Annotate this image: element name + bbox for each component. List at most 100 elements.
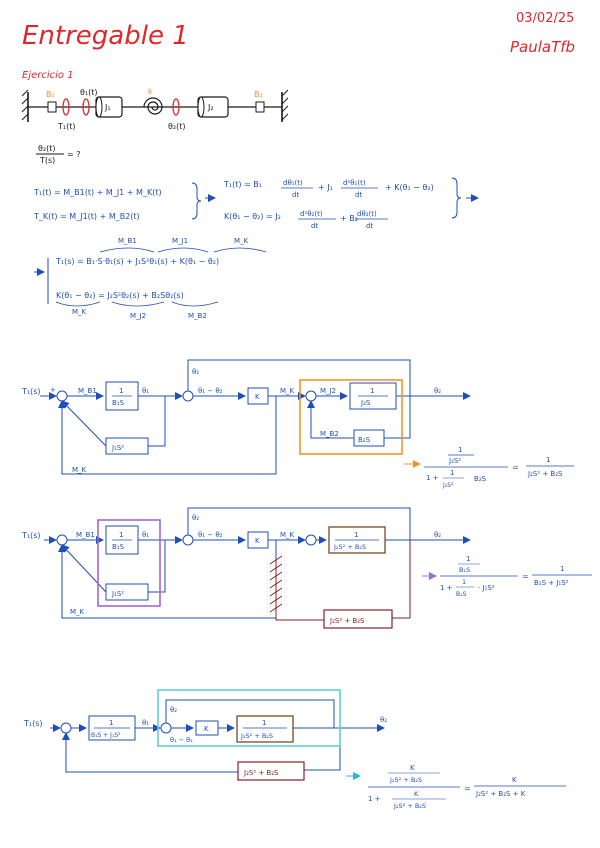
eq1-frac2-den: dt	[355, 191, 362, 199]
d2-res-den-a: 1 +	[440, 584, 453, 592]
d1-out: θ₂	[434, 387, 441, 395]
eq1-frac1-den: dt	[292, 191, 299, 199]
d1-res-den-num: 1	[450, 469, 454, 477]
eq1-frac1-num: dθ₁(t)	[283, 179, 303, 187]
d2-res-den-num: 1	[462, 578, 466, 586]
d1-fb-b2: B₂S	[358, 436, 371, 444]
d3-res-eq: =	[464, 784, 471, 793]
d3-blk1-den: B₁S + J₁S²	[91, 732, 121, 739]
d2-res-rhs-num: 1	[560, 565, 564, 573]
d3-blk1-num: 1	[109, 719, 113, 727]
laplace-label-mk: M_K	[234, 237, 249, 245]
d3-res-num-num: K	[410, 764, 415, 772]
eq-torque-sum: T₁(t) = M_B1(t) + M_J1 + M_K(t)	[33, 188, 162, 197]
d1-blk2-num: 1	[370, 387, 374, 395]
laplace-label-mk2: M_K	[72, 308, 87, 316]
d1-mb2: M_B2	[320, 430, 339, 438]
d1-res-num-num: 1	[458, 446, 462, 454]
d3-th1: θ₁	[142, 719, 149, 727]
d3-res-rhs-num: K	[512, 776, 517, 784]
eq1-spring: + K(θ₁ − θ₂)	[385, 183, 434, 192]
sum-junction-1	[56, 390, 68, 402]
d3-fb: J₂S² + B₂S	[243, 769, 279, 777]
d1-plus: +	[50, 386, 56, 394]
d1-res-rhs-num: 1	[546, 456, 550, 464]
block-plant-3	[236, 715, 294, 743]
d1-th1: θ₁	[142, 387, 149, 395]
d1-th2-top: θ₂	[192, 368, 199, 376]
block-diagram-3	[50, 689, 385, 781]
d3-blk2-den: J₂S² + B₂S	[240, 732, 273, 740]
spring-icon	[143, 97, 163, 115]
eq-tk-sum: T_K(t) = M_J1(t) + M_B2(t)	[33, 212, 140, 221]
eq1-j1: + J₁	[318, 183, 333, 192]
d1-input: T₁(s)	[21, 387, 41, 396]
d2-res-den-b: · J₁S²	[478, 584, 495, 592]
d1-res-eq: =	[512, 463, 519, 472]
b2-label: B₂	[254, 90, 263, 99]
d1-res-den-den: J₂S²	[442, 482, 454, 489]
laplace-eq1: T₁(s) = B₁·S·θ₁(s) + J₁S²θ₁(s) + K(θ₁ − …	[55, 257, 219, 266]
d2-mk-bottom: M_K	[70, 608, 85, 616]
d2-sum-out: θ₁ − θ₂	[198, 531, 223, 539]
exercise-label: Ejercicio 1	[22, 70, 74, 81]
d2-mk: M_K	[280, 531, 295, 539]
d3-res-den-den: J₂S² + B₂S	[393, 802, 426, 810]
d1-res-rhs-den: J₂S² + B₂S	[527, 470, 563, 478]
mechanical-system	[21, 89, 289, 122]
d2-fb-b: J₂S² + B₂S	[329, 617, 365, 625]
eq1-lhs: T₁(t) = B₁	[223, 180, 262, 189]
laplace-label-mj2: M_J2	[130, 312, 146, 320]
j2-label: J₂	[207, 103, 214, 112]
b1-label: B₁	[46, 90, 55, 99]
d3-blk2-num: 1	[262, 719, 266, 727]
d1-mk: M_K	[280, 387, 295, 395]
d3-k: K	[204, 725, 209, 733]
d2-res-num-den: B₁S	[459, 566, 470, 574]
eq2-frac2-den: dt	[366, 222, 373, 230]
d2-blk1-num: 1	[119, 531, 123, 539]
eq2-lhs: K(θ₁ − θ₂) = J₂	[224, 212, 281, 221]
block-feedback-3	[237, 761, 305, 781]
d2-th1: θ₁	[142, 531, 149, 539]
d1-res-num-den: J₂S²	[448, 457, 461, 465]
d1-res-den-b: B₂S	[474, 475, 487, 483]
sum-junction-2	[182, 390, 194, 402]
torque-label: T₁(t)	[57, 122, 75, 131]
laplace-label-mj1: M_J1	[172, 237, 188, 245]
brace-right-2	[451, 177, 462, 219]
d3-th2-top: θ₂	[170, 706, 177, 714]
block-feedback-red	[323, 609, 393, 629]
d3-sum-out: θ₁ − θ₂	[170, 736, 193, 744]
d3-out: θ₂	[380, 716, 387, 724]
d3-input: T₁(s)	[23, 719, 43, 728]
d3-res-num-den: J₂S² + B₂S	[389, 776, 422, 784]
tf-question: = ?	[67, 150, 81, 159]
theta2-label: θ₂(t)	[168, 122, 185, 131]
laplace-label-mb1: M_B1	[118, 237, 137, 245]
d2-blk2-den: J₂S² + B₂S	[333, 543, 366, 551]
d2-res-den-den: B₁S	[456, 591, 467, 598]
tf-numerator: θ₂(t)	[38, 144, 55, 153]
d2-k: K	[255, 537, 260, 545]
eq2-frac1-num: d²θ₂(t)	[300, 210, 323, 218]
d3-res-den-a: 1 +	[368, 795, 381, 803]
d2-input: T₁(s)	[21, 531, 41, 540]
highlight-box-orange	[299, 379, 403, 455]
d3-res-den-num: K	[414, 790, 419, 798]
d1-minus: −	[58, 404, 64, 412]
date-label: 03/02/25	[516, 11, 574, 26]
block-diagram-2	[44, 507, 471, 629]
d2-out: θ₂	[434, 531, 441, 539]
d1-mj2: M_J2	[320, 387, 336, 395]
d2-res-num-num: 1	[466, 555, 470, 563]
d1-sum-out: θ₁ − θ₂	[198, 387, 223, 395]
d2-fb-j1: J₁S²	[111, 590, 124, 598]
spring-label: k	[148, 87, 153, 96]
d2-blk2-num: 1	[354, 531, 358, 539]
tf-denominator: T(s)	[39, 156, 55, 165]
d1-blk2-den: J₂S	[360, 399, 371, 407]
eq2-frac2-num: dθ₂(t)	[357, 210, 377, 218]
j1-label: J₁	[104, 103, 111, 112]
